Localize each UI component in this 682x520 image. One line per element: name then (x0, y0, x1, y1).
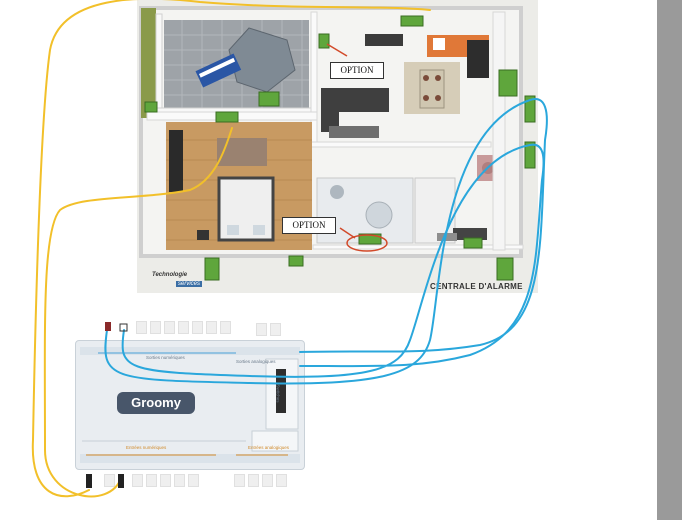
blue-wire (104, 98, 548, 385)
controller-body (80, 347, 300, 463)
terminal (104, 474, 115, 487)
yellow-wire (43, 127, 233, 498)
logo-line2: services (176, 281, 203, 287)
blue-wire (121, 143, 545, 378)
groomy-logo: Groomy (117, 392, 195, 414)
connector (105, 322, 111, 331)
terminal (146, 474, 157, 487)
terminal (270, 323, 281, 336)
yellow-wire (31, 0, 431, 498)
option-label-top: OPTION (330, 62, 384, 79)
terminal (234, 474, 245, 487)
terminal (220, 321, 231, 334)
technologie-services-logo: Technologie services (152, 272, 204, 294)
terminal (174, 474, 185, 487)
top-left-label: Sorties numériques (146, 355, 185, 360)
connector (118, 474, 124, 488)
top-right-label: Sorties analogiques (236, 359, 276, 364)
wire-connectors (86, 322, 128, 488)
terminal (132, 474, 143, 487)
terminal (192, 321, 203, 334)
terminal (188, 474, 199, 487)
scrollbar[interactable] (657, 0, 682, 520)
terminal (136, 321, 147, 334)
terminal (256, 323, 267, 336)
floor-plan-drawing (137, 0, 538, 293)
connector (119, 323, 128, 332)
terminal (160, 474, 171, 487)
bottom-left-label: Entrées numériques (126, 445, 167, 450)
logo-line1: Technologie (152, 272, 188, 278)
floor-plan-photo: CENTRALE D'ALARME (137, 0, 538, 293)
option-label-bottom: OPTION (282, 217, 336, 234)
terminal (262, 474, 273, 487)
terminal (206, 321, 217, 334)
terminal (150, 321, 161, 334)
terminal (164, 321, 175, 334)
terminal (248, 474, 259, 487)
photo-footer-label: CENTRALE D'ALARME (430, 282, 523, 291)
terminal (178, 321, 189, 334)
terminal (276, 474, 287, 487)
bottom-right-label: Entrées analogiques (248, 445, 290, 450)
connector (86, 474, 92, 488)
